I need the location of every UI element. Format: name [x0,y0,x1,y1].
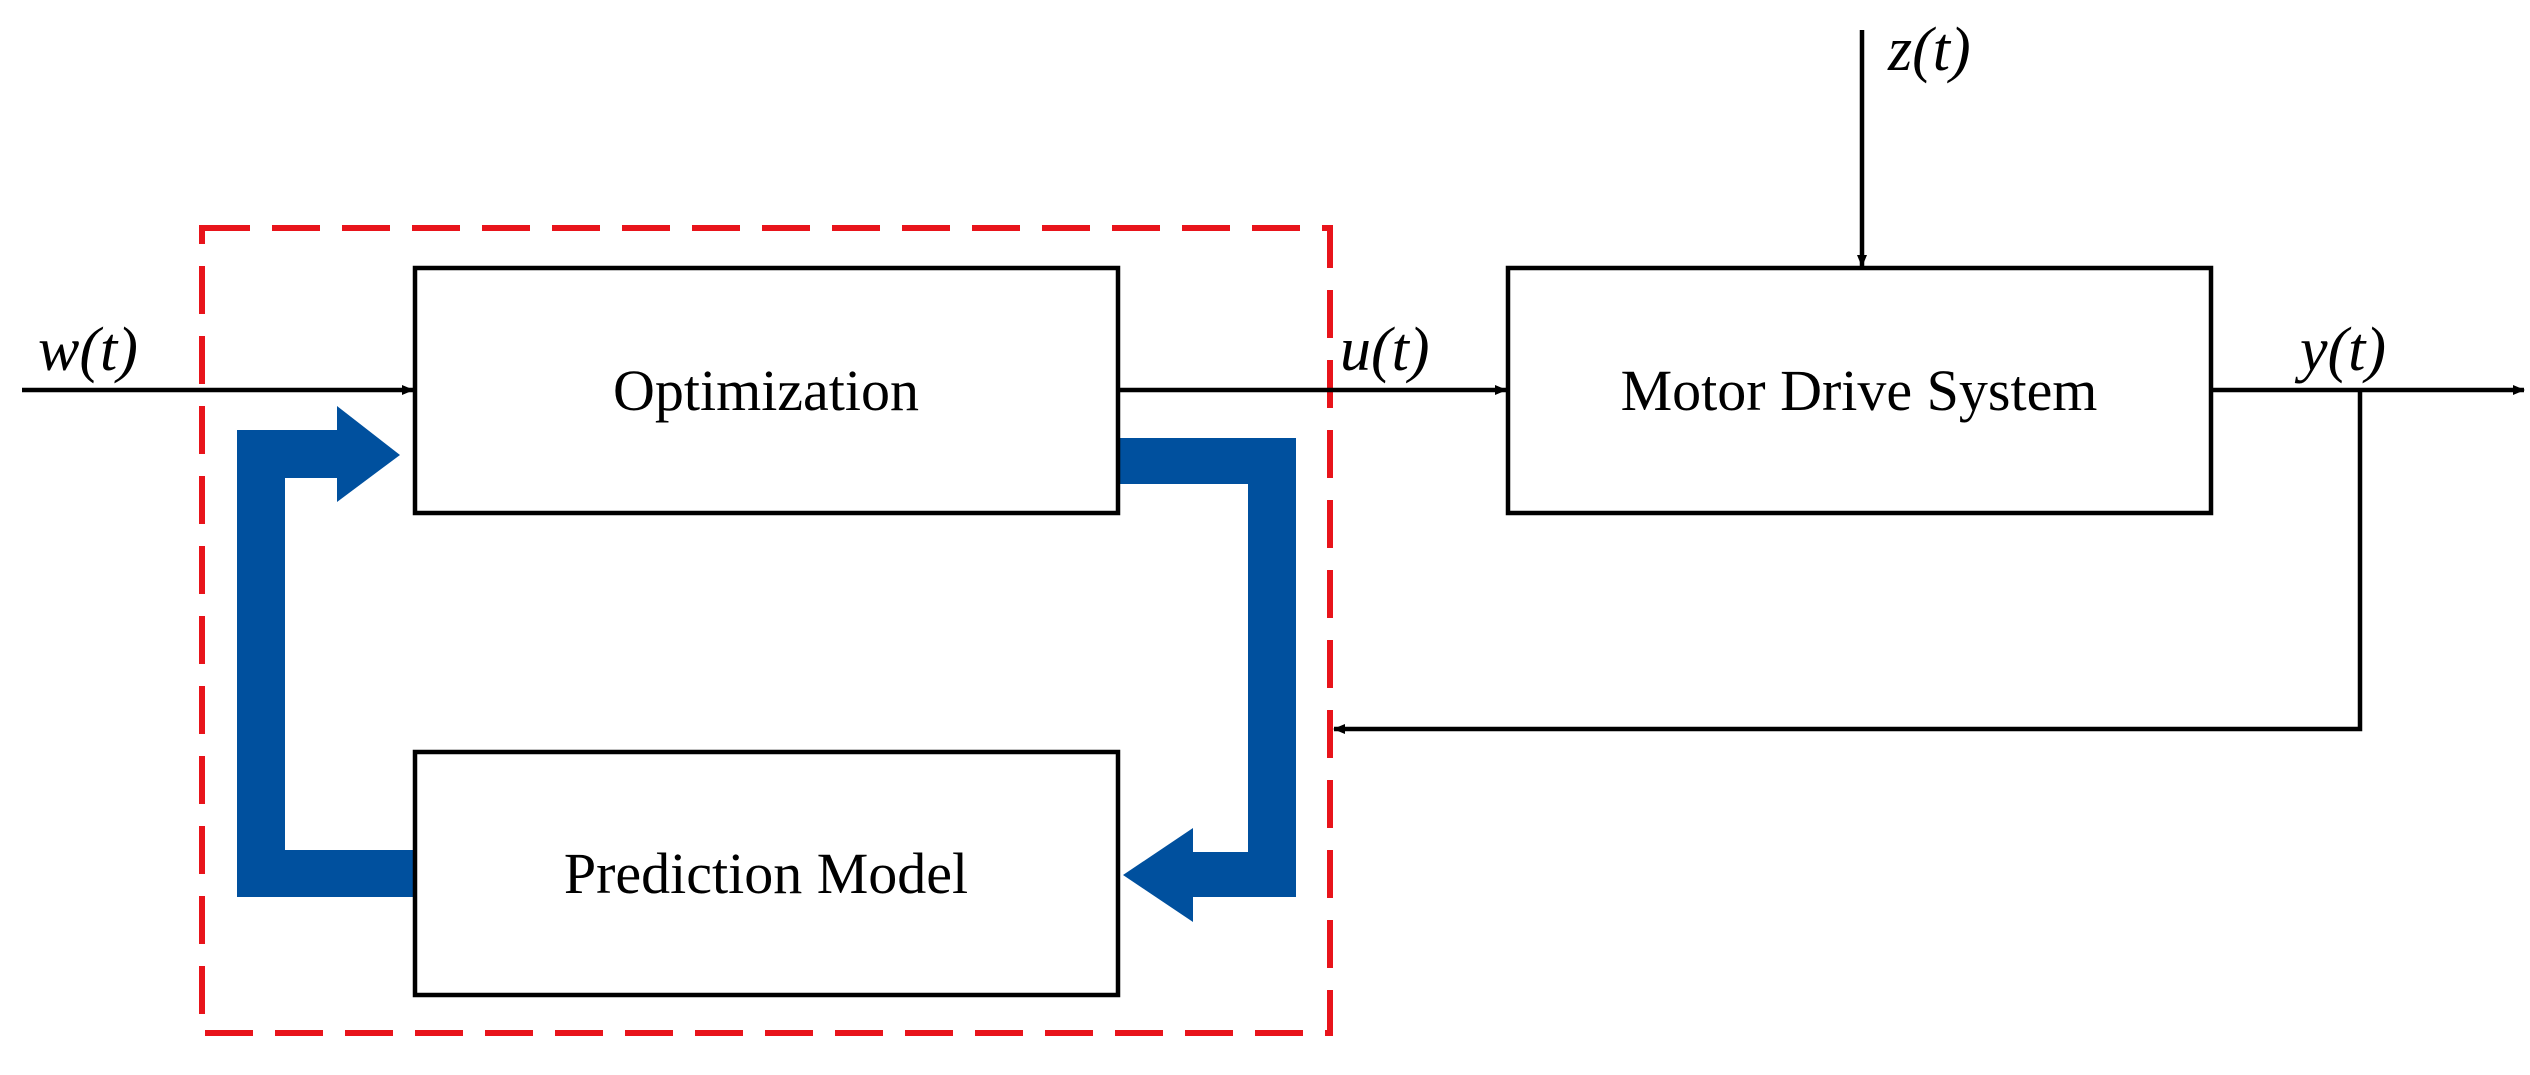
optimization-block: Optimization [412,265,1121,516]
controller-boundary [199,225,1333,1036]
output-signal-label: y(t) [2294,316,2386,384]
control-signal-label: u(t) [1340,316,1430,384]
reference-signal-label: w(t) [38,316,138,384]
motor-drive-system-block: Motor Drive System [1505,265,2214,516]
signal-lines [22,30,2525,734]
model-to-optimizer-arrow [237,406,415,897]
prediction-model-block: Prediction Model [412,749,1121,998]
disturbance-signal-label: z(t) [1887,16,1971,84]
feedback-arrow [1333,390,2363,734]
prediction-model-label: Prediction Model [564,841,968,906]
internal-loop-arrows [237,406,1296,922]
motor-drive-system-label: Motor Drive System [1621,358,2098,423]
optimizer-to-model-arrow [1118,438,1296,922]
optimization-label: Optimization [613,358,919,423]
